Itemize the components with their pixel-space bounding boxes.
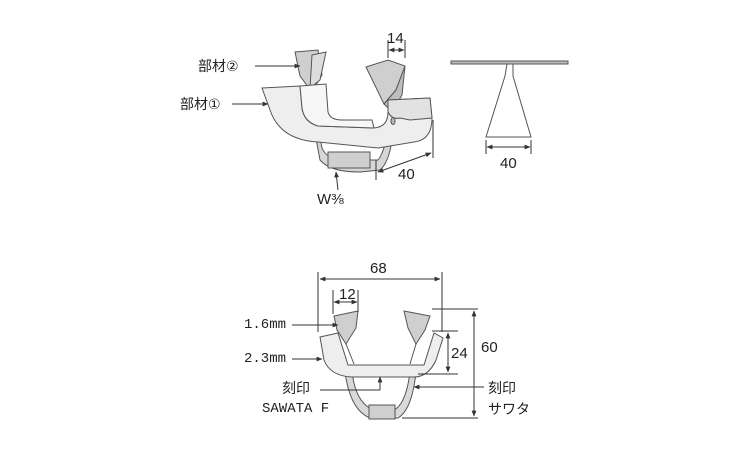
side-view: [450, 60, 569, 138]
front-view: [319, 310, 444, 420]
part1-label: 部材①: [180, 96, 221, 112]
stamp-left-label-line1: 刻印: [282, 380, 310, 396]
dim-60-label: 60: [481, 339, 498, 356]
isometric-clamp-view: [261, 49, 433, 173]
front-view-dimensions: [292, 272, 484, 419]
top-left-dimensions: [232, 40, 434, 191]
thickness-2-3-label: 2.3mm: [244, 351, 287, 367]
dim-12-label: 12: [339, 286, 356, 303]
stamp-right-label-line1: 刻印: [488, 380, 516, 396]
stamp-right-label-line2: サワタ: [488, 401, 530, 417]
part2-label: 部材②: [198, 58, 239, 74]
thread-size-label: W⅜: [317, 191, 344, 208]
dim-40-base-label: 40: [500, 155, 517, 172]
stamp-left-label-line2: SAWATA F: [262, 401, 330, 417]
dim-24-label: 24: [451, 345, 468, 362]
dim-14-label: 14: [387, 30, 404, 47]
dim-40-depth-label: 40: [398, 166, 415, 183]
dim-68-label: 68: [370, 260, 387, 277]
thickness-1-6-label: 1.6mm: [244, 317, 287, 333]
side-view-dimension: [485, 140, 532, 154]
